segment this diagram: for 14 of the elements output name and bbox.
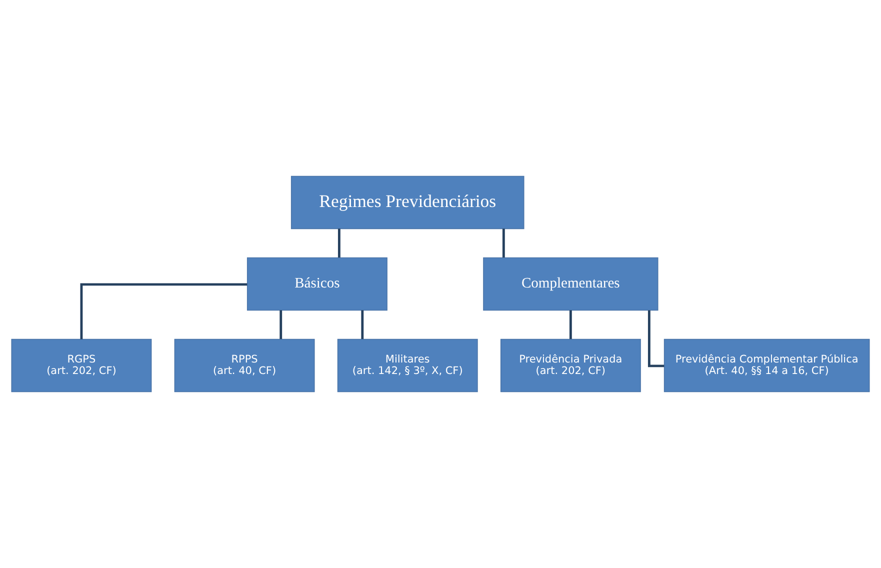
node-box: Complementares <box>483 257 658 311</box>
node-box: Previdência Privada (art. 202, CF) <box>500 338 641 392</box>
connector <box>502 228 505 258</box>
node-box: Regimes Previdenciários <box>290 176 524 230</box>
node-box: RGPS (art. 202, CF) <box>11 338 152 392</box>
connector <box>80 283 248 340</box>
node-box: RPPS (art. 40, CF) <box>174 338 315 392</box>
connector <box>338 228 340 258</box>
node-box: Militares (art. 142, § 3º, X, CF) <box>337 338 478 392</box>
connector <box>361 310 364 340</box>
node-box: Previdência Complementar Pública (Art. 40, §§ 14 a 16, CF) <box>664 338 870 392</box>
node-box: Básicos <box>246 257 388 311</box>
connector <box>569 310 572 340</box>
connector <box>280 310 282 340</box>
